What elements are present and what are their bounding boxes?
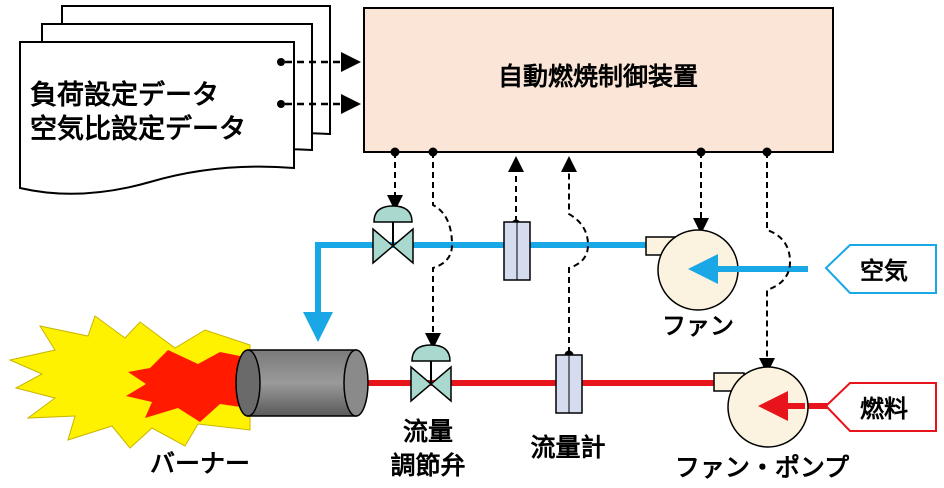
control-signals <box>387 152 792 374</box>
fan-pump-label: ファン・ポンプ <box>675 453 850 482</box>
air-input-tag: 空気 <box>824 244 937 294</box>
controller-label: 自動燃焼制御装置 <box>498 62 698 91</box>
data-document-stack: 負荷設定データ 空気比設定データ <box>19 5 331 195</box>
flow-valve-label-line1: 流量 <box>403 417 453 446</box>
air-input-label: 空気 <box>860 257 908 285</box>
fuel-fan-pump-icon <box>713 366 809 448</box>
air-control-valve-icon <box>372 205 414 265</box>
data-signal-arrows <box>277 52 361 114</box>
data-line-1: 負荷設定データ <box>30 79 219 111</box>
burner-label: バーナー <box>150 449 250 478</box>
fan-label: ファン <box>662 312 734 340</box>
data-line-2: 空気比設定データ <box>30 113 246 145</box>
document-sheet-front <box>19 41 295 195</box>
fuel-input-tag: 燃料 <box>824 382 937 432</box>
flow-valve-label-line2: 調節弁 <box>390 451 465 480</box>
fuel-flow-meter-icon <box>555 354 583 414</box>
fuel-input-label: 燃料 <box>860 395 908 423</box>
air-fan-icon <box>645 229 760 311</box>
burner-cylinder-icon <box>235 349 369 417</box>
fuel-control-valve-icon <box>410 344 452 403</box>
burner-flame-icon <box>8 315 262 449</box>
auto-combustion-controller: 自動燃焼制御装置 <box>363 7 834 153</box>
air-flow-meter-icon <box>503 221 531 281</box>
flow-meter-label: 流量計 <box>530 433 605 462</box>
